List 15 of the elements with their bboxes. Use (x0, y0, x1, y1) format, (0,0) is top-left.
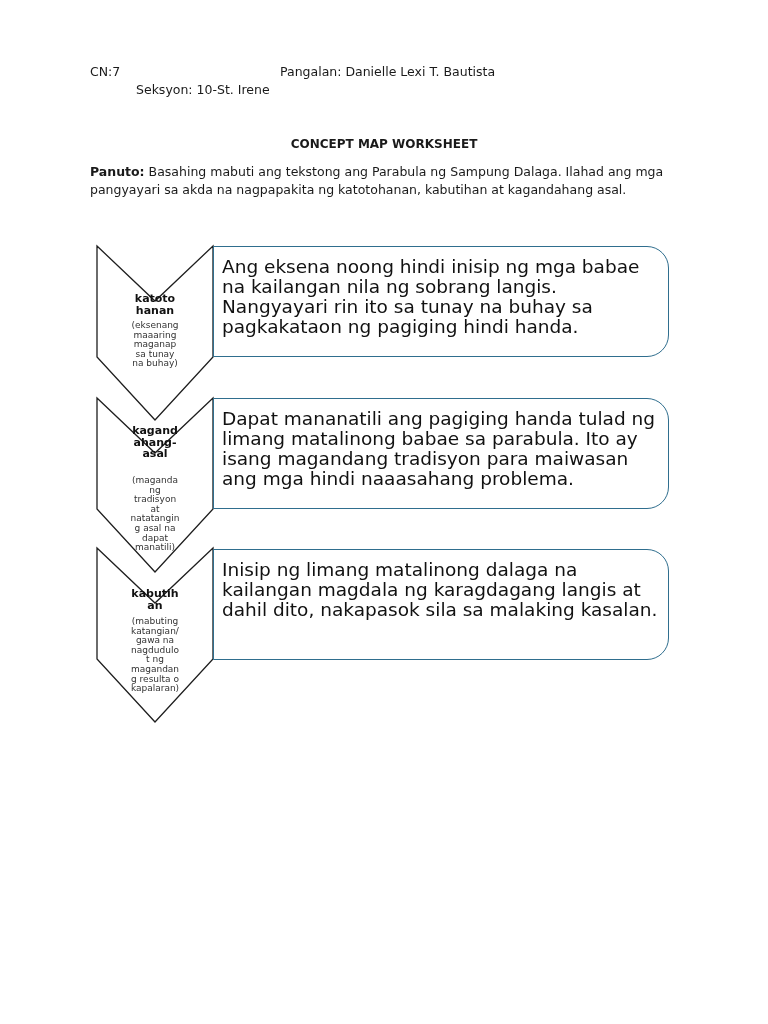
term-description: (mabuting katangian/gawa na nagdudulot ng magandang resulta o kapalaran) (130, 617, 180, 694)
instructions-text: Panuto: Basahing mabuti ang tekstong ang Parabula ng Sampung Dalaga. Ilahad ang mga pangyayari sa akda na nagpapakita ng katotohanan, kabutihan at kagandahang asal. (90, 163, 665, 199)
answer-box (213, 398, 669, 509)
answer-text: Dapat mananatili ang pagiging handa tulad ng limang matalinong babae sa parabula. Ito ay isang magandang tradisyon para maiwasan ang mga hindi naaasahang problema. (222, 409, 656, 489)
class-number-text: CN:7 (90, 63, 121, 81)
answer-box (213, 549, 669, 660)
answer-box (213, 246, 669, 357)
answer-text: Ang eksena noong hindi inisip ng mga babae na kailangan nila ng sobrang langis. Nangyayari rin ito sa tunay na buhay sa pagkakataon ng pagiging hindi handa. (222, 257, 641, 337)
student-name-text: Pangalan: Danielle Lexi T. Bautista (280, 63, 496, 81)
answer-text: Inisip ng limang matalinong dalaga na kailangan magdala ng karagdagang langis at dahil dito, nakapasok sila sa malaking kasalan. (222, 560, 659, 620)
term-heading: katotohanan (133, 293, 177, 316)
term-description: (eksenang maaaring maganap sa tunay na buhay) (130, 321, 180, 369)
section-text: Seksyon: 10-St. Irene (136, 81, 270, 99)
term-description: (magandang tradisyon at natatanging asal na dapat manatili) (130, 476, 180, 553)
worksheet-title: CONCEPT MAP WORKSHEET (290, 137, 478, 151)
